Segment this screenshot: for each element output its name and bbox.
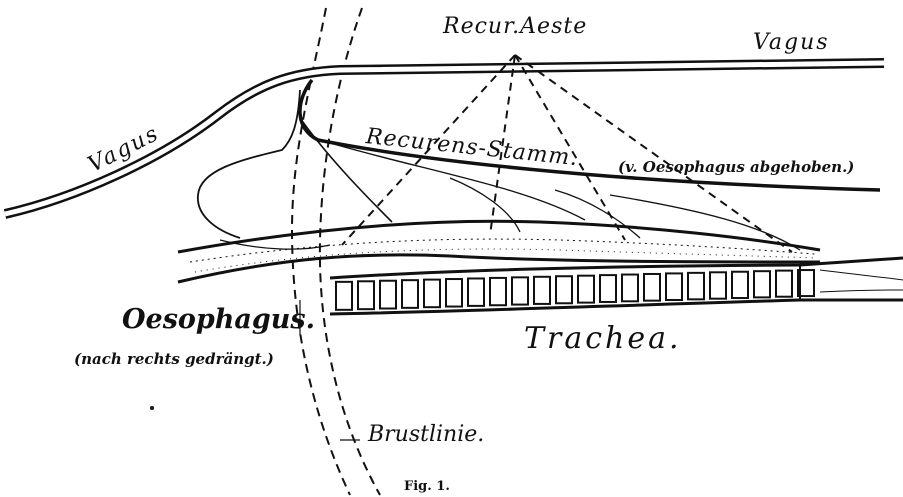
trachea-rings bbox=[336, 270, 814, 310]
trachea-ring bbox=[710, 272, 726, 298]
trachea-ring bbox=[666, 273, 682, 300]
label-oesophagus: Oesophagus. bbox=[122, 306, 315, 333]
trachea-ring bbox=[732, 272, 748, 298]
trachea-ring bbox=[380, 281, 396, 309]
stray-dot bbox=[150, 406, 154, 410]
label-vagus-right: Vagus bbox=[753, 32, 830, 54]
label-brustlinie: Brustlinie. bbox=[368, 424, 484, 446]
trachea-ring bbox=[688, 273, 704, 299]
trachea-ring bbox=[534, 277, 550, 304]
trachea-ring bbox=[446, 279, 462, 307]
label-trachea: Trachea. bbox=[524, 324, 682, 354]
trachea-ring bbox=[490, 278, 506, 305]
label-oesophagus-note: (v. Oesophagus abgehoben.) bbox=[618, 160, 854, 175]
trachea-ring bbox=[776, 271, 792, 297]
trachea-ring bbox=[600, 275, 616, 302]
trachea-ring bbox=[622, 275, 638, 302]
trachea-ring bbox=[644, 274, 660, 301]
label-recur-aeste: Recur.Aeste bbox=[443, 16, 587, 38]
trachea-ring bbox=[424, 280, 440, 308]
figure-caption: Fig. 1. bbox=[404, 480, 450, 493]
label-oesophagus-sub: (nach rechts gedrängt.) bbox=[74, 352, 274, 367]
trachea-ring bbox=[578, 276, 594, 303]
trachea-ring bbox=[754, 271, 770, 297]
trachea-ring bbox=[402, 280, 418, 308]
brustlinie-dashed-lines bbox=[292, 8, 380, 495]
trachea-ring bbox=[468, 278, 484, 305]
trachea-ring bbox=[336, 282, 352, 310]
trachea-ring bbox=[556, 276, 572, 303]
trachea-ring bbox=[512, 277, 528, 304]
trachea-ring bbox=[358, 281, 374, 309]
